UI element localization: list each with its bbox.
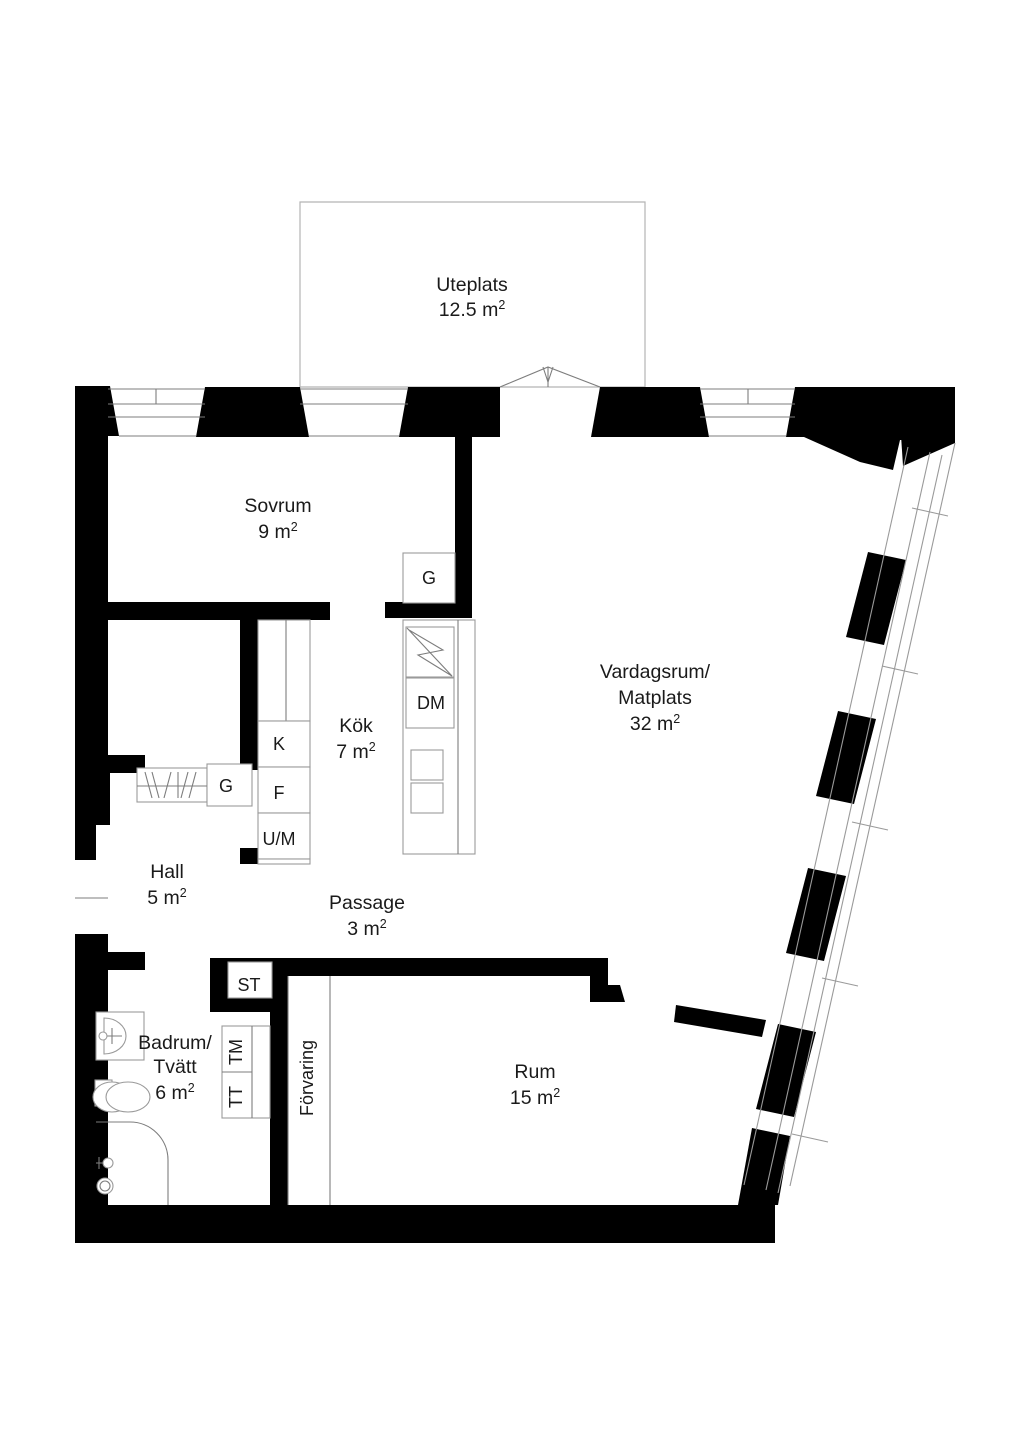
room-labels: Uteplats 12.5 m2 Sovrum 9 m2 Vardagsrum/… [138,274,711,1109]
kitchen-island [402,619,476,855]
room-area-kok: 7 m2 [336,740,376,763]
appliance-label-g-kitchen-upper: G [422,568,436,588]
exterior-walls [75,386,955,1243]
kitchen-cabinet-run [257,619,311,865]
label-tt: TT [226,1086,246,1108]
room-label-kok: Kök [339,715,373,737]
appliance-label-dm: DM [417,693,445,713]
room-label-rum: Rum [514,1061,555,1083]
label-forvaring: Förvaring [297,1040,317,1116]
st-closet [227,961,273,999]
room-label-sovrum: Sovrum [244,495,311,517]
vertical-labels: TM TT Förvaring [226,1039,317,1116]
kitchen-upper-cabinet [402,552,456,604]
appliance-label-k: K [273,734,285,754]
appliance-label-um: U/M [263,829,296,849]
room-area-uteplats: 12.5 m2 [439,298,506,321]
room-label-passage: Passage [329,892,405,914]
room-label-matplats: Matplats [618,687,692,709]
laundry-machines [221,1025,271,1119]
appliance-label-st: ST [237,975,260,995]
bathroom-fixtures [92,1011,169,1205]
top-wall-windows [108,388,795,437]
appliance-label-g-hall: G [219,776,233,796]
appliance-labels: G DM K G F U/M ST [219,568,445,995]
room-area-passage: 3 m2 [347,917,387,940]
room-area-sovrum: 9 m2 [258,520,298,543]
appliance-label-f: F [274,783,285,803]
label-tm: TM [226,1039,246,1065]
room-label-vardagsrum: Vardagsrum/ [600,661,711,683]
diagonal-wall-piers [738,552,906,1205]
room-label-uteplats: Uteplats [436,274,508,296]
room-area-vardagsrum: 32 m2 [630,712,680,735]
room-label-hall: Hall [150,861,184,883]
diagonal-wall-windows [743,442,956,1194]
room-area-badrum: 6 m2 [155,1081,195,1104]
forvaring-storage [287,976,331,1205]
room-label-badrum: Badrum/ [138,1032,212,1054]
room-area-rum: 15 m2 [510,1086,560,1109]
hall-wardrobe [136,763,253,807]
room-area-hall: 5 m2 [147,886,187,909]
patio-double-door [499,366,601,388]
room-label-tvatt: Tvätt [153,1056,197,1078]
